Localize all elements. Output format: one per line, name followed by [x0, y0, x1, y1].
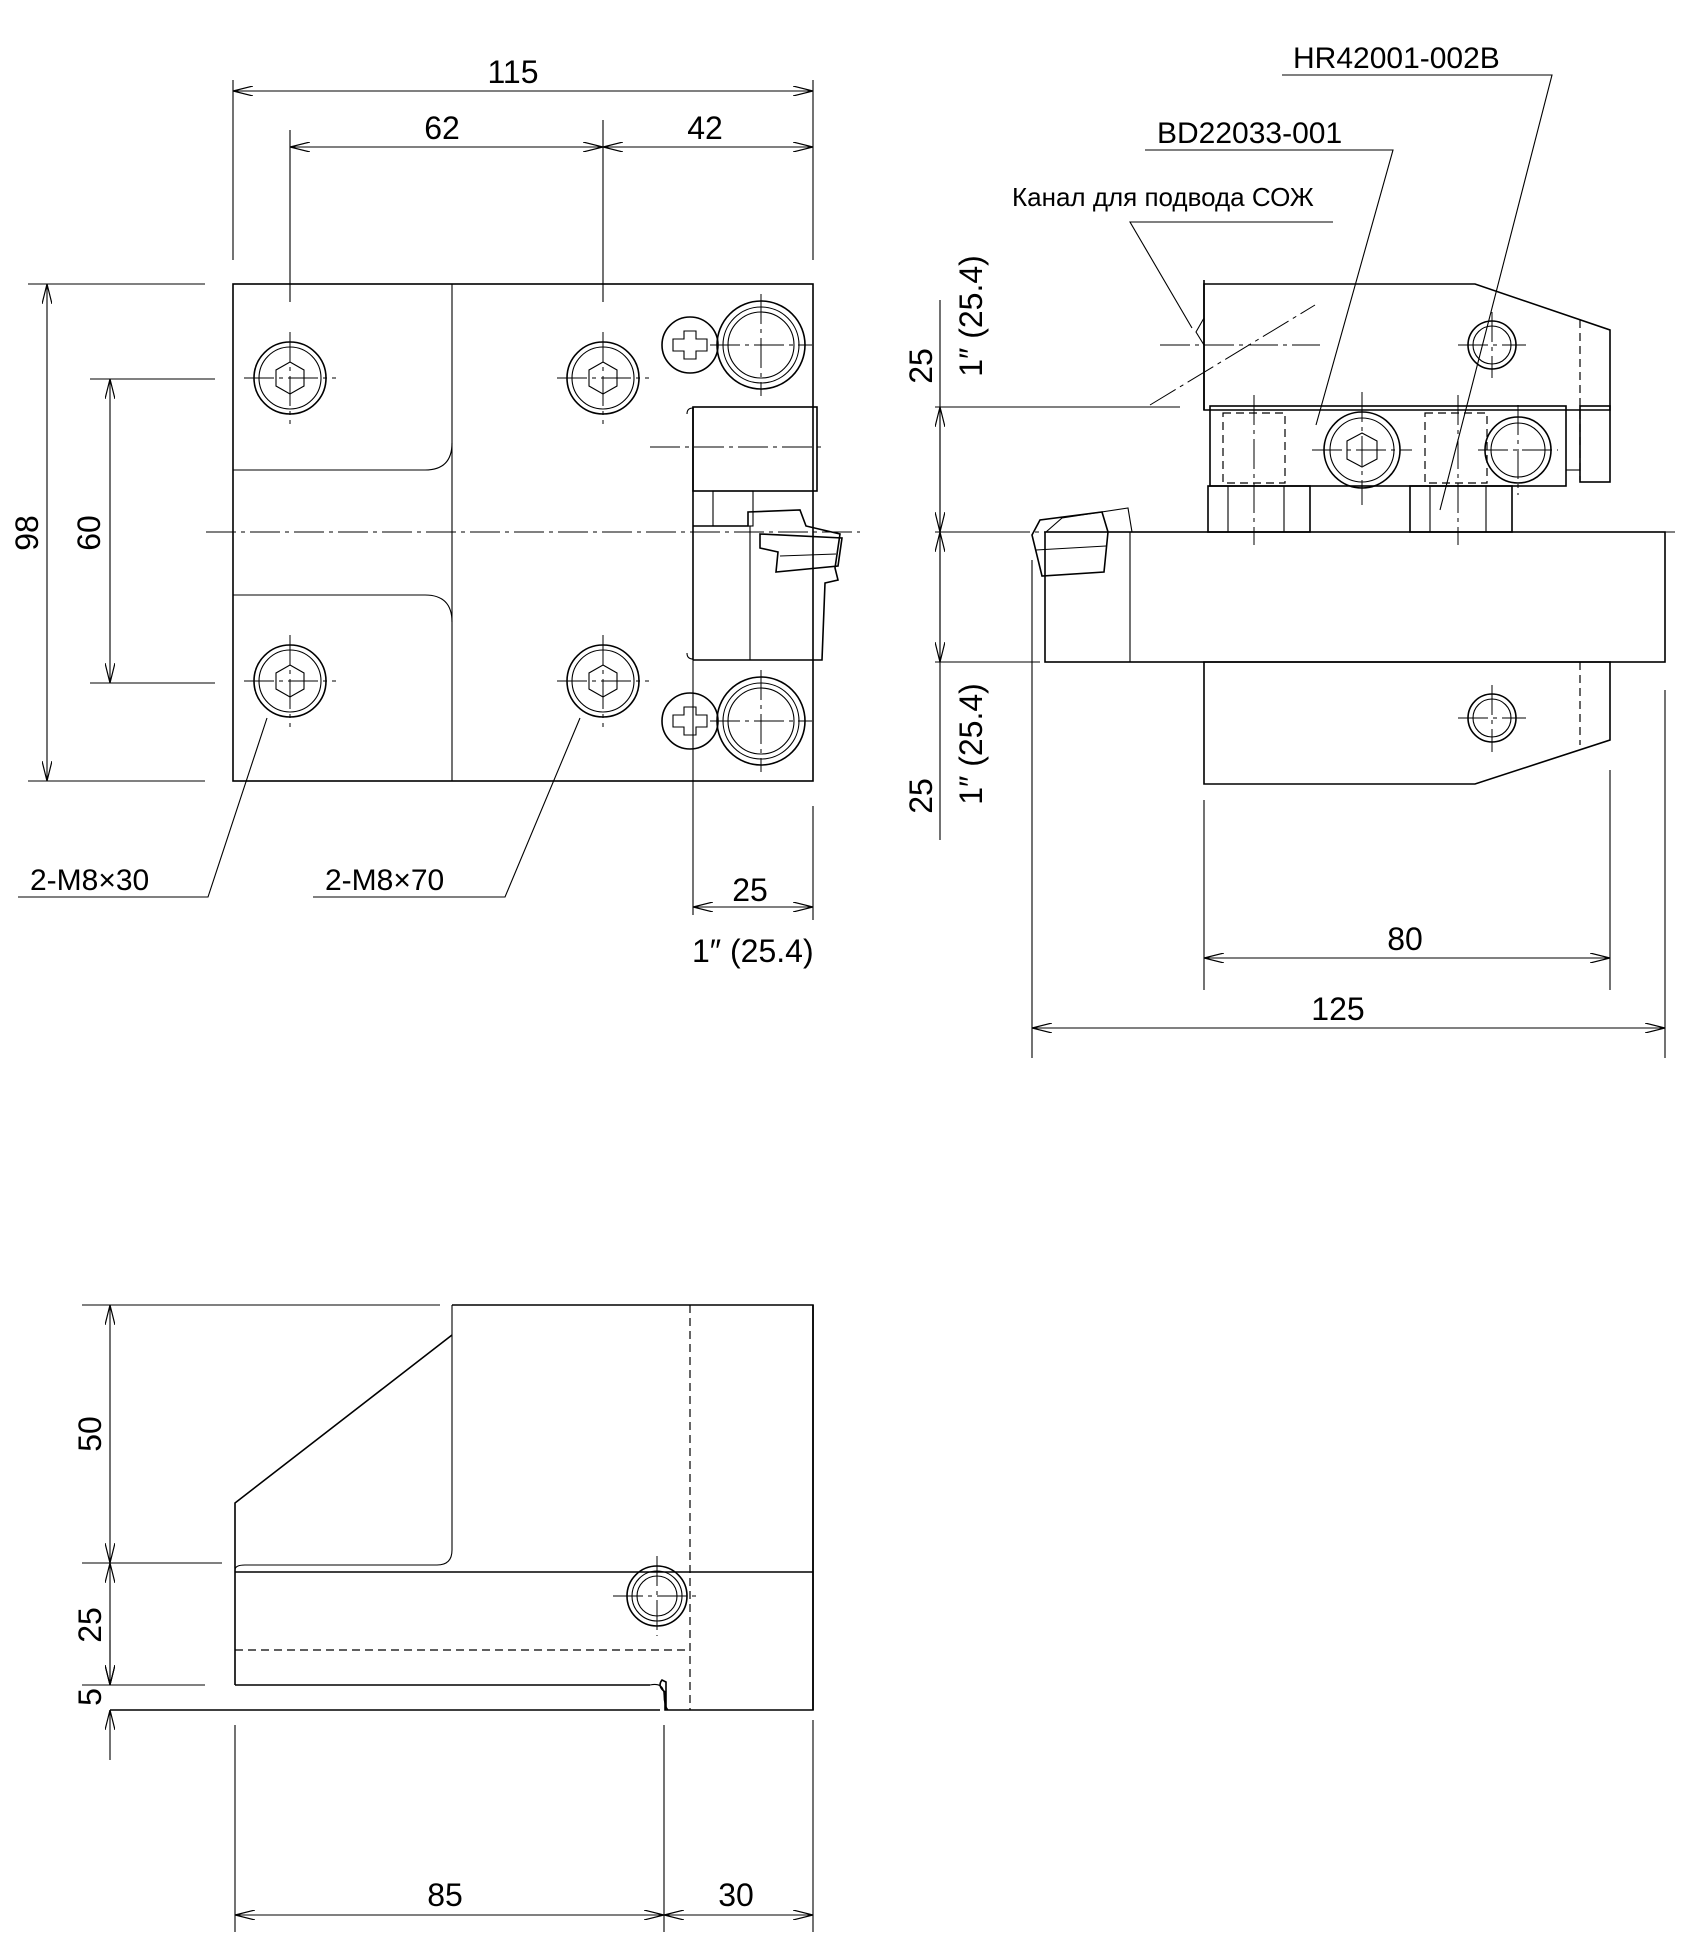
- leader-part-block: [1145, 149, 1394, 426]
- label-screws-long: 2-M8×70: [325, 864, 444, 897]
- side-view-hole-lower: [1458, 685, 1526, 752]
- side-view-tool-shank: [1044, 531, 1666, 663]
- dim-side-upper-shank: 25: [903, 348, 939, 384]
- top-view-coolant-plug-top: [661, 294, 812, 396]
- side-view-screw-right: [1478, 405, 1558, 495]
- bottom-view-chamfer: [234, 1334, 453, 1685]
- leader-screws-short: [18, 717, 268, 898]
- top-view-lower-recess: [233, 594, 453, 623]
- top-view-tool-shank: [650, 406, 843, 661]
- dim-side-body-length: 80: [1387, 921, 1423, 957]
- dim-top-shank-width: 25: [732, 872, 768, 908]
- dim-top-overall-height: 98: [9, 515, 45, 551]
- side-view-coolant-channel-line: [1149, 304, 1316, 406]
- top-view-screw-bottom-right: [557, 635, 649, 727]
- dim-top-overall-width: 115: [487, 54, 538, 90]
- bottom-view-hole: [613, 1556, 701, 1636]
- dim-bottom-upper-height: 50: [72, 1416, 108, 1452]
- side-view: 25 1″ (25.4) 25 1″ (25.4) 80 125 HR42001…: [903, 42, 1675, 1058]
- dim-bottom-middle-height: 25: [72, 1607, 108, 1643]
- top-view-coolant-plug-bottom: [661, 670, 812, 772]
- dim-top-hole-to-edge: 42: [687, 110, 723, 146]
- dim-bottom-slot-height: 5: [72, 1688, 108, 1706]
- top-view-screw-top-right: [557, 332, 649, 424]
- side-view-clamp-block: [1209, 405, 1567, 487]
- dim-bottom-right-length: 30: [718, 1877, 754, 1913]
- side-view-hole-upper: [1458, 312, 1526, 378]
- bottom-view: 50 25 5 85 30: [72, 1304, 814, 1932]
- bottom-view-upper-step: [234, 1305, 453, 1571]
- top-view-screw-top-left: [244, 332, 336, 424]
- leader-part-holder: [1282, 74, 1553, 511]
- dim-side-lower-shank: 25: [903, 778, 939, 814]
- dim-side-overall-length: 125: [1311, 991, 1364, 1027]
- side-view-screw-center: [1312, 392, 1412, 505]
- label-coolant-channel: Канал для подвода СОЖ: [1012, 182, 1314, 212]
- top-view-screw-bottom-left: [244, 635, 336, 727]
- top-view: 115 62 42 98 60 25 1″ (25.4) 2-M8×30 2-M…: [9, 54, 860, 969]
- label-screws-short: 2-M8×30: [30, 864, 149, 897]
- side-view-upper-body: [1203, 283, 1611, 411]
- label-part-holder: HR42001-002B: [1293, 42, 1500, 75]
- dim-bottom-left-length: 85: [427, 1877, 463, 1913]
- leader-screws-long: [313, 717, 581, 898]
- dim-side-lower-shank-inch: 1″ (25.4): [953, 683, 989, 805]
- dim-top-hole-vertical-pitch: 60: [71, 515, 107, 551]
- side-view-lower-body: [1203, 661, 1611, 785]
- label-part-block: BD22033-001: [1157, 117, 1342, 150]
- dim-top-hole-pitch: 62: [424, 110, 460, 146]
- dim-top-shank-width-inch: 1″ (25.4): [692, 933, 814, 969]
- side-view-nut-left: [1207, 485, 1311, 533]
- top-view-upper-recess: [233, 442, 453, 471]
- leader-coolant-channel: [1129, 221, 1333, 329]
- dim-side-upper-shank-inch: 1″ (25.4): [953, 255, 989, 377]
- side-view-nut-right: [1409, 485, 1513, 533]
- side-view-cutting-insert: [1031, 511, 1109, 577]
